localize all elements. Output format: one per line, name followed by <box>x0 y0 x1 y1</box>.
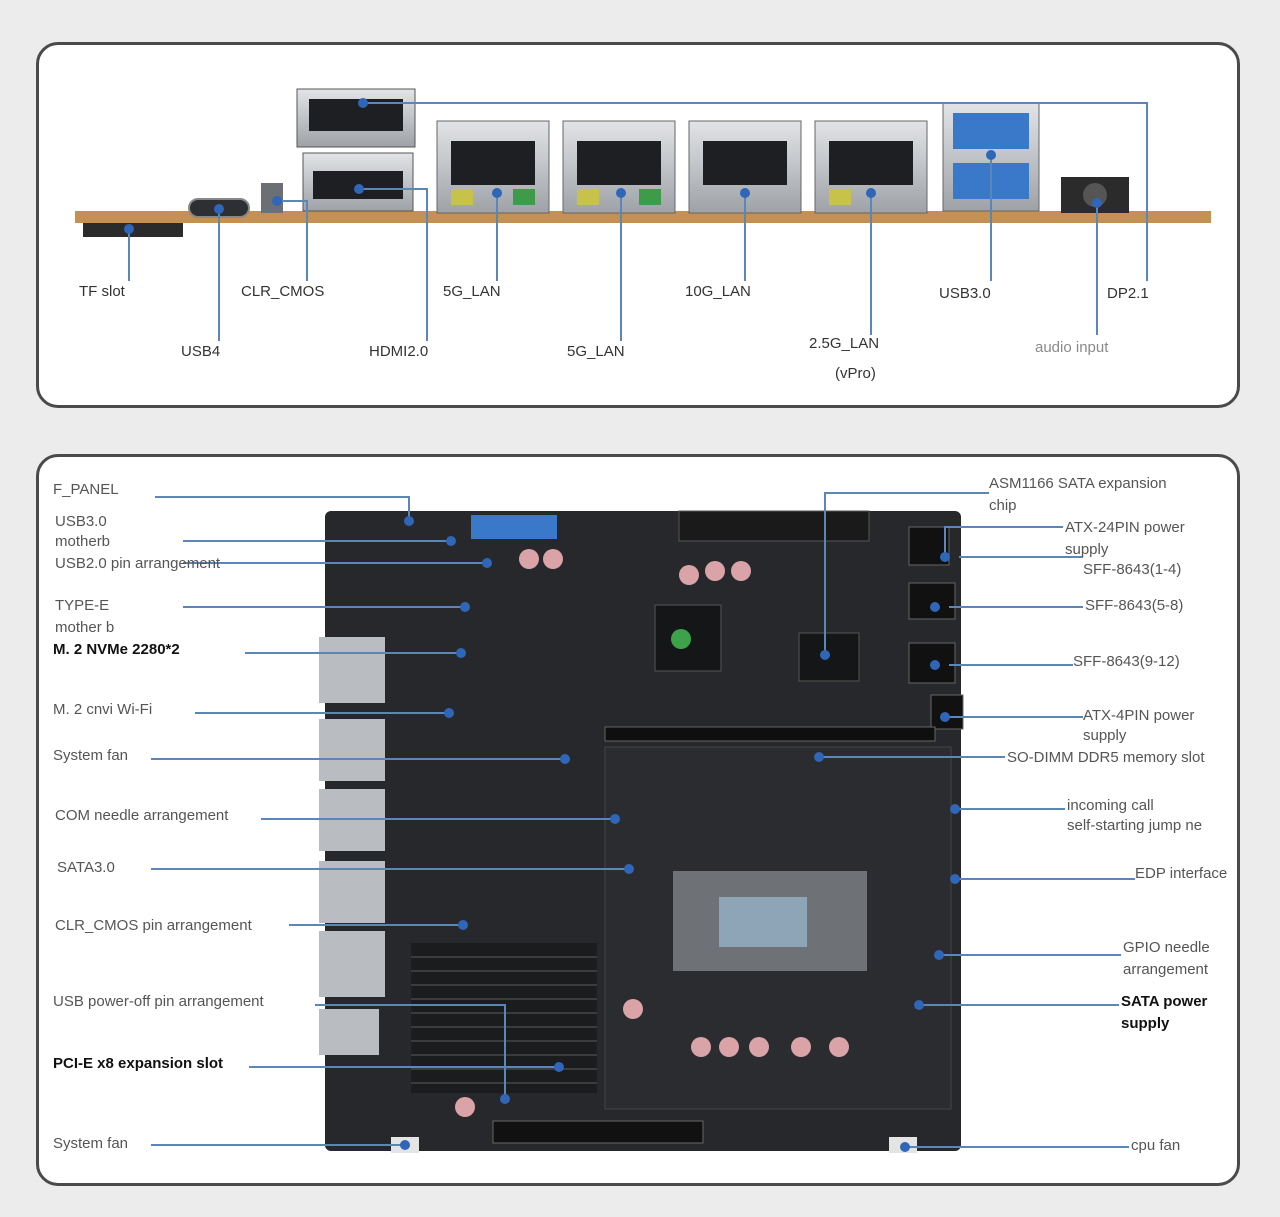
label-5g-lan-b: 5G_LAN <box>567 343 625 360</box>
label-asm1166-1: ASM1166 SATA expansion <box>989 475 1167 492</box>
label-2-5g-lan: 2.5G_LAN <box>809 335 880 352</box>
label-gpio-1: GPIO needle <box>1123 939 1210 956</box>
label-audio-input: audio input <box>1035 339 1109 356</box>
label-clr-cmos-pin: CLR_CMOS pin arrangement <box>55 917 252 934</box>
pcie-x8-slot <box>492 1120 704 1144</box>
label-system-fan-top: System fan <box>53 747 129 764</box>
board-dots <box>400 516 960 1152</box>
label-clr-cmos: CLR_CMOS <box>241 283 325 300</box>
io-leader-lines <box>128 102 1148 341</box>
label-sata3: SATA3.0 <box>57 859 115 876</box>
label-tf-slot: TF slot <box>79 283 125 300</box>
label-10g-lan: 10G_LAN <box>685 283 751 300</box>
label-atx24-1: ATX-24PIN power <box>1065 519 1185 536</box>
label-usb3-mb-1: USB3.0 <box>55 513 107 530</box>
label-cpu-fan: cpu fan <box>1131 1137 1181 1154</box>
label-pcie-x8: PCI-E x8 expansion slot <box>53 1055 224 1072</box>
label-5g-lan-a: 5G_LAN <box>443 283 501 300</box>
label-usb3: USB3.0 <box>939 285 991 302</box>
pcb-edge <box>75 211 1211 223</box>
lan-port-4 <box>814 120 928 214</box>
label-sff-9-12: SFF-8643(9-12) <box>1073 653 1180 670</box>
label-edp: EDP interface <box>1135 865 1228 882</box>
label-usb-poweroff: USB power-off pin arrangement <box>53 993 264 1010</box>
label-gpio-2: arrangement <box>1123 961 1209 978</box>
label-com-needle: COM needle arrangement <box>55 807 229 824</box>
label-atx24-2: supply <box>1065 541 1109 558</box>
usb3-header <box>471 515 557 539</box>
label-atx4-2: supply <box>1083 727 1127 744</box>
label-vpro: (vPro) <box>835 365 876 382</box>
label-usb3-mb-2: motherb <box>55 533 111 550</box>
label-system-fan-bottom: System fan <box>53 1135 129 1152</box>
label-sff-1-4: SFF-8643(1-4) <box>1083 561 1182 578</box>
label-atx4-1: ATX-4PIN power <box>1083 707 1195 724</box>
label-usb2-pin: USB2.0 pin arrangement <box>55 555 221 572</box>
board-panel: F_PANEL USB3.0 motherb USB2.0 pin arrang… <box>36 454 1240 1186</box>
label-sata-power-1: SATA power <box>1121 993 1208 1010</box>
label-sata-power-2: supply <box>1121 1015 1170 1032</box>
lan-port-1 <box>436 120 550 214</box>
label-f-panel: F_PANEL <box>53 481 119 498</box>
sff-5-8-connector <box>908 582 956 620</box>
io-panel: TF slot USB4 CLR_CMOS HDMI2.0 5G_LAN 5G_… <box>36 42 1240 408</box>
board-illustration <box>151 492 1135 1153</box>
atx4-connector <box>930 694 964 730</box>
label-type-e-1: TYPE-E <box>55 597 110 614</box>
label-hdmi: HDMI2.0 <box>369 343 429 360</box>
io-dots <box>124 98 1102 234</box>
label-m2-wifi: M. 2 cnvi Wi-Fi <box>53 701 153 718</box>
label-dp: DP2.1 <box>1107 285 1149 302</box>
label-type-e-2: mother b <box>55 619 115 636</box>
label-incoming-2: self-starting jump ne <box>1067 817 1203 834</box>
lan-port-2 <box>562 120 676 214</box>
label-sodimm: SO-DIMM DDR5 memory slot <box>1007 749 1205 766</box>
label-incoming-1: incoming call <box>1067 797 1154 814</box>
label-m2-nvme: M. 2 NVMe 2280*2 <box>53 641 180 658</box>
sodimm-slot <box>604 726 936 742</box>
label-asm1166-2: chip <box>989 497 1017 514</box>
board-leader-lines <box>151 492 1135 1148</box>
io-illustration <box>75 88 1211 341</box>
label-usb4: USB4 <box>181 343 221 360</box>
cpu-die <box>719 897 807 947</box>
atx24-connector <box>678 510 870 542</box>
label-sff-5-8: SFF-8643(5-8) <box>1085 597 1184 614</box>
